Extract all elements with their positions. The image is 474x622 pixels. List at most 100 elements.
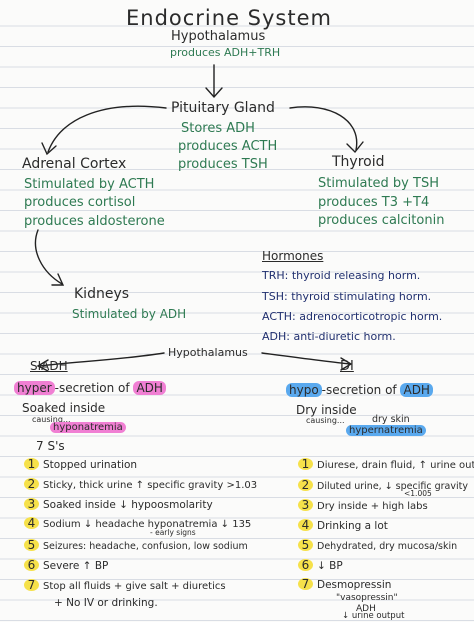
siadh-item: 4 Sodium ↓ headache hyponatremia ↓ 135 xyxy=(24,517,251,530)
hypothalamus-label: Hypothalamus xyxy=(171,29,266,44)
siadh-item-continuation: + No IV or drinking. xyxy=(54,597,158,609)
siadh-item: 2 Sticky, thick urine ↑ specific gravity … xyxy=(24,478,257,491)
arrow-head-5 xyxy=(36,359,49,372)
di-item: 1 Diurese, drain fluid, ↑ urine output xyxy=(298,458,474,471)
item-text: Desmopressin xyxy=(317,579,392,591)
thyroid-line: Stimulated by TSH xyxy=(318,176,439,191)
number-badge: 4 xyxy=(298,519,313,531)
item-text: Drinking a lot xyxy=(317,520,388,532)
number-badge: 2 xyxy=(24,478,39,490)
siadh-title: SIADH xyxy=(30,359,68,373)
di-causing: causing... xyxy=(306,416,345,425)
adrenal-line: produces aldosterone xyxy=(24,214,165,229)
item-text: Stopped urination xyxy=(43,459,138,471)
siadh-causing: causing... xyxy=(32,415,71,424)
item-text: Stop all fluids + give salt + diuretics xyxy=(43,581,226,592)
number-badge: 4 xyxy=(24,517,39,529)
hormone-text: anti-diuretic horm. xyxy=(293,330,396,343)
hormones-title: Hormones xyxy=(262,249,324,263)
di-dry: Dry inside xyxy=(296,403,357,417)
di-item: 7 Desmopressin xyxy=(298,578,391,591)
arrow-head-4 xyxy=(51,273,65,286)
early-signs-note: - early signs xyxy=(150,528,196,537)
hypernatremia-highlight: hypernatremia xyxy=(346,425,426,436)
hormone-abbr: TSH: xyxy=(262,290,288,303)
item-text: Diurese, drain fluid, ↑ urine output xyxy=(317,460,474,471)
hypo-highlight: hypo xyxy=(286,383,322,397)
thyroid-title: Thyroid xyxy=(332,154,385,170)
arrow-adrenal-to-kidneys xyxy=(34,229,63,285)
di-sg-note: <1.005 xyxy=(404,489,432,498)
item-text: Seizures: headache, confusion, low sodiu… xyxy=(43,541,248,552)
di-item: 2 Diluted urine, ↓ specific gravity xyxy=(298,479,468,492)
arrow-head-1 xyxy=(205,87,223,99)
hormone-text: thyroid stimulating horm. xyxy=(291,290,432,303)
di-item: 4 Drinking a lot xyxy=(298,519,388,532)
di-dry-skin: dry skin xyxy=(372,414,410,425)
di-item: 5 Dehydrated, dry mucosa/skin xyxy=(298,539,457,552)
adh-highlight: ADH xyxy=(400,383,433,397)
hormone-item: ACTH: adrenocorticotropic horm. xyxy=(262,311,442,322)
hormone-item: TSH: thyroid stimulating horm. xyxy=(262,291,431,302)
siadh-item: 7 Stop all fluids + give salt + diuretics xyxy=(24,579,226,592)
mid-hypothalamus-label: Hypothalamus xyxy=(168,346,248,359)
hormone-item: TRH: thyroid releasing horm. xyxy=(262,270,420,281)
siadh-item: 6 Severe ↑ BP xyxy=(24,559,108,572)
number-badge: 6 xyxy=(298,559,313,571)
di-secretion: hypo-secretion of ADH xyxy=(286,383,433,397)
thyroid-line: produces T3 +T4 xyxy=(318,195,430,210)
number-badge: 1 xyxy=(298,458,313,470)
number-badge: 7 xyxy=(298,578,313,590)
adh-highlight: ADH xyxy=(133,381,166,395)
number-badge: 2 xyxy=(298,479,313,491)
seven-s-heading: 7 S's xyxy=(36,439,65,453)
arrow-hypothalamus-to-siadh xyxy=(39,352,165,367)
pituitary-line: Stores ADH xyxy=(181,121,255,136)
kidneys-title: Kidneys xyxy=(74,286,130,302)
hormone-text: thyroid releasing horm. xyxy=(291,269,421,282)
siadh-soaked: Soaked inside xyxy=(22,401,106,415)
number-badge: 7 xyxy=(24,579,39,591)
item-text: Soaked inside ↓ hypoosmolarity xyxy=(43,499,213,511)
hypothalamus-note: produces ADH+TRH xyxy=(170,46,281,59)
item-text: Dehydrated, dry mucosa/skin xyxy=(317,541,458,552)
adrenal-line: produces cortisol xyxy=(24,195,136,210)
di-adh: ADH xyxy=(356,604,376,614)
hormone-abbr: TRH: xyxy=(262,269,289,282)
hormone-abbr: ACTH: xyxy=(262,310,296,323)
secretion-text: -secretion of xyxy=(321,383,397,397)
secretion-text: -secretion of xyxy=(54,381,130,395)
adrenal-line: Stimulated by ACTH xyxy=(24,177,155,192)
number-badge: 6 xyxy=(24,559,39,571)
di-urine-output: ↓ urine output xyxy=(342,611,405,621)
di-title: DI xyxy=(340,359,354,374)
hormone-item: ADH: anti-diuretic horm. xyxy=(262,331,396,342)
number-badge: 1 xyxy=(24,458,39,470)
hormone-text: adrenocorticotropic horm. xyxy=(299,310,443,323)
arrow-pituitary-to-thyroid xyxy=(289,106,358,151)
item-text: Sodium ↓ headache hyponatremia ↓ 135 xyxy=(43,519,252,530)
di-item: 6↓ BP xyxy=(298,559,343,572)
thyroid-line: produces calcitonin xyxy=(318,213,445,228)
siadh-secretion: hyper-secretion of ADH xyxy=(14,381,166,395)
hyper-highlight: hyper xyxy=(14,381,55,395)
arrow-head-3 xyxy=(346,141,364,154)
page-title: Endocrine System xyxy=(126,6,332,30)
number-badge: 5 xyxy=(298,539,313,551)
hyponatremia-highlight: hyponatremia xyxy=(50,422,126,433)
pituitary-title: Pituitary Gland xyxy=(171,100,275,116)
item-text: Severe ↑ BP xyxy=(43,560,109,572)
pituitary-line: produces TSH xyxy=(178,157,268,172)
item-text: Diluted urine, ↓ specific gravity xyxy=(317,481,468,492)
siadh-item: 1 Stopped urination xyxy=(24,458,137,471)
arrow-pituitary-to-adrenal xyxy=(47,105,167,153)
item-text: Sticky, thick urine ↑ specific gravity >… xyxy=(43,480,258,491)
arrow-head-2 xyxy=(41,142,57,156)
kidneys-note: Stimulated by ADH xyxy=(72,307,187,321)
di-vasopressin: "vasopressin" xyxy=(336,593,398,603)
